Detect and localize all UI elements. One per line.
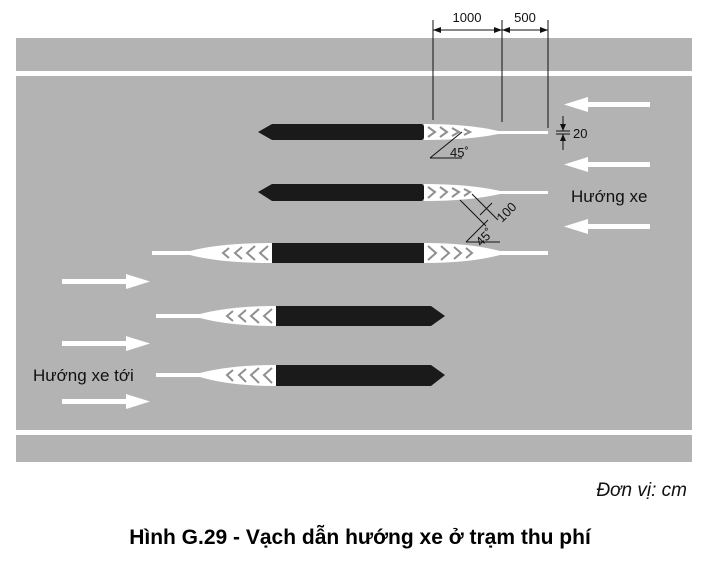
dim-1000-label: 1000: [453, 10, 482, 25]
direction-label-right: Hướng xe: [571, 187, 647, 206]
figure-caption: Hình G.29 - Vạch dẫn hướng xe ở trạm thu…: [129, 526, 591, 549]
unit-label: Đơn vị: cm: [596, 480, 687, 501]
island-2: [258, 184, 430, 201]
island-5: [276, 365, 445, 386]
direction-label-left: Hướng xe tới: [33, 366, 134, 385]
island-4: [276, 306, 445, 326]
edge-line-bottom: [16, 430, 692, 435]
arrows-right: [62, 274, 150, 409]
dim-500-label: 500: [514, 10, 536, 25]
island-1: [258, 124, 430, 140]
angle-label-1: 45˚: [450, 145, 469, 160]
chevrons-left: [221, 245, 273, 384]
island-3: [272, 243, 424, 263]
arrows-left: [564, 97, 650, 234]
taper-right-2: [424, 184, 548, 201]
dimension-arrowheads: [433, 27, 566, 141]
dim-20-label: 20: [573, 126, 587, 141]
chevrons-right: [427, 126, 474, 261]
edge-line-top: [16, 71, 692, 76]
taper-right-1: [424, 124, 548, 140]
